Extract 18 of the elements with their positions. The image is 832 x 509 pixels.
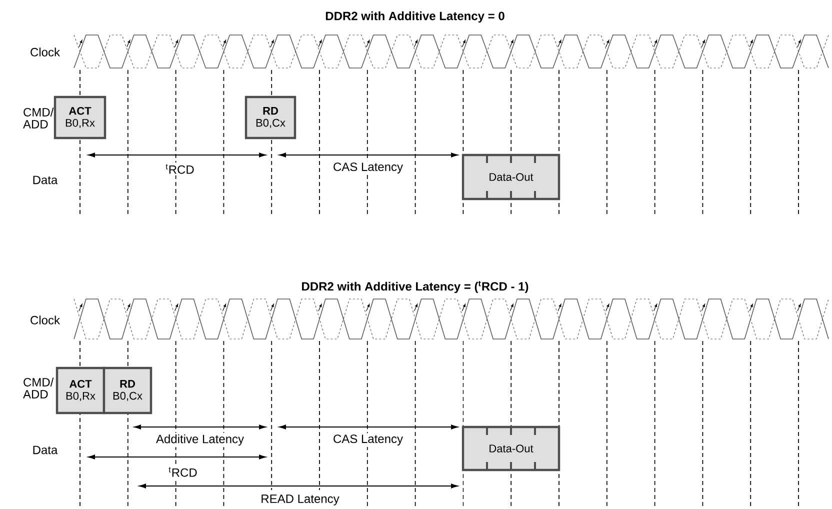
dimension-label: Additive Latency [154,432,246,448]
signal-name: Data [33,446,58,454]
command-box: ACT B0,Rx [56,366,106,414]
panel-title: DDR2 with Additive Latency = ($^{t}$RCD - 1) [302,280,528,294]
dimension-label: CAS Latency [331,433,405,447]
command-box: ACT B0,Rx [54,96,106,140]
signal-name: Clock [30,48,60,56]
signal-name: Clock [30,316,60,324]
command-box: RD B0,Cx [102,366,152,414]
dimension-label: $^{t}$RCD [164,162,196,176]
dimension-label: CAS Latency [331,161,405,175]
command-box: RD B0,Cx [244,96,296,140]
data-out-box: Data-Out [462,426,560,472]
panel-title: DDR2 with Additive Latency = 0 [326,11,504,23]
data-out-box: Data-Out [462,154,560,200]
dimension-label: READ Latency [259,493,341,507]
dimension-label: $^{t}$RCD [167,466,199,478]
signal-name: Data [33,176,58,184]
